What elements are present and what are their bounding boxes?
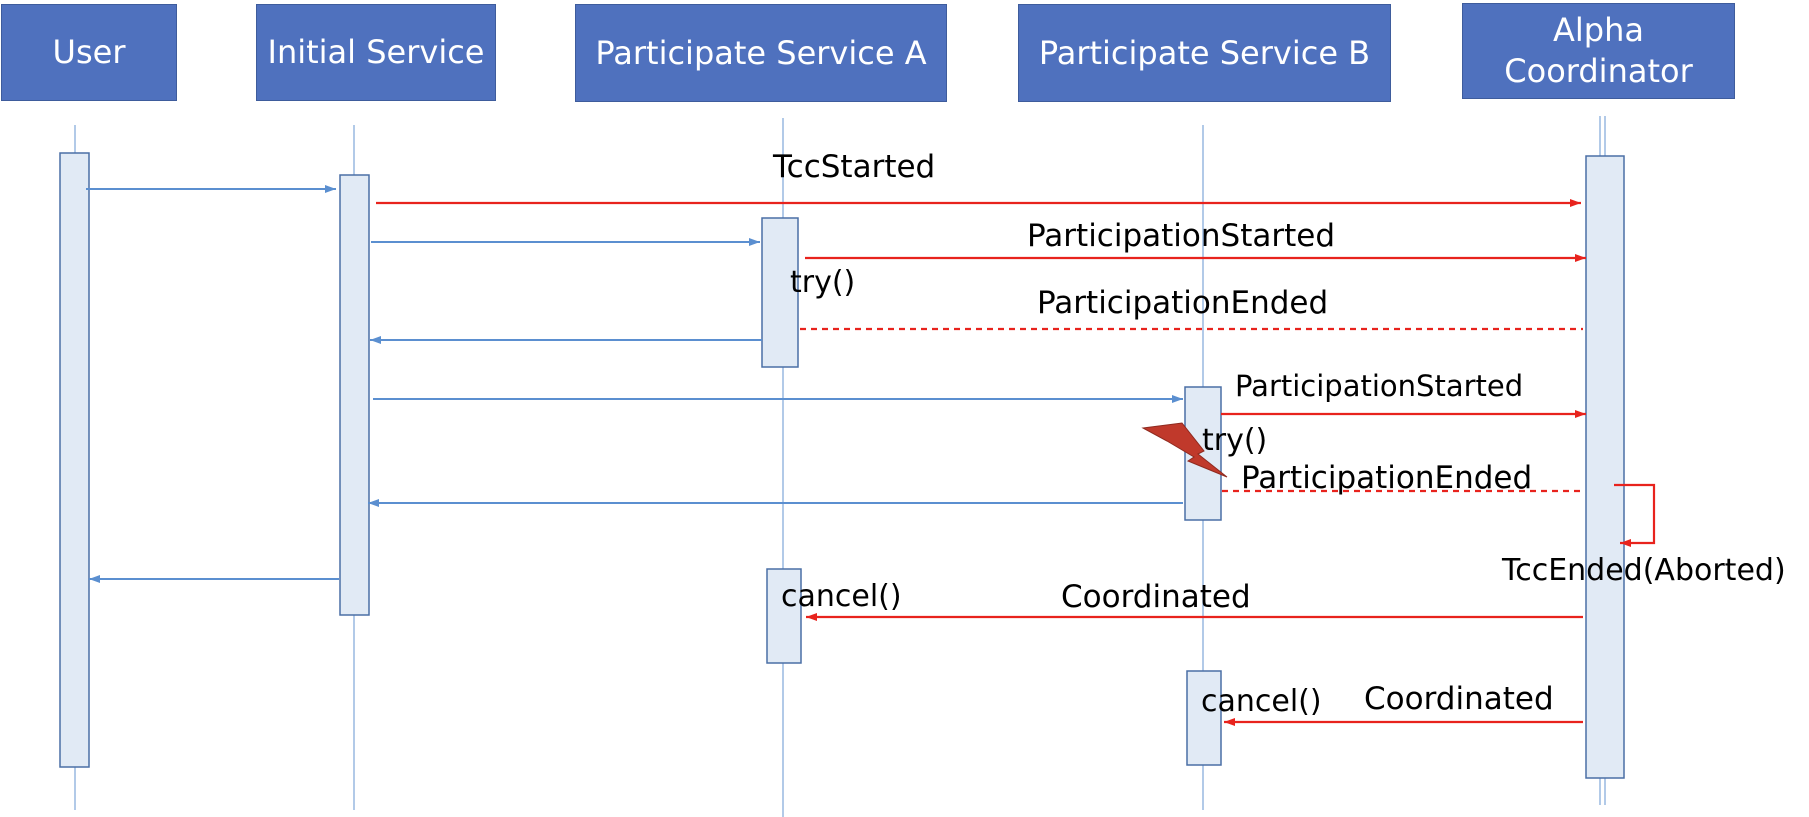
label-a-participation-ended: ParticipationEnded bbox=[1037, 285, 1328, 321]
actor-initial-service: Initial Service bbox=[256, 4, 496, 101]
actor-alpha-coordinator: Alpha Coordinator bbox=[1462, 3, 1735, 99]
actor-participate-service-a: Participate Service A bbox=[575, 4, 947, 102]
activation-initial-service bbox=[339, 174, 370, 616]
arrow-tcc-ended-self bbox=[1614, 483, 1656, 547]
label-b-try: try() bbox=[1202, 423, 1267, 458]
label-b-coordinated: Coordinated bbox=[1364, 681, 1554, 717]
actor-user: User bbox=[1, 4, 177, 101]
activation-service-a-try bbox=[761, 217, 799, 368]
label-tcc-ended-aborted: TccEnded(Aborted) bbox=[1501, 553, 1786, 588]
activation-service-a-cancel bbox=[766, 568, 802, 664]
label-a-cancel: cancel() bbox=[781, 579, 902, 614]
label-a-coordinated: Coordinated bbox=[1061, 579, 1251, 615]
label-a-participation-started: ParticipationStarted bbox=[1027, 218, 1335, 254]
label-b-participation-ended: ParticipationEnded bbox=[1241, 460, 1532, 496]
label-a-try: try() bbox=[790, 265, 855, 300]
lightning-failure-icon bbox=[1141, 422, 1228, 478]
activation-user bbox=[59, 152, 90, 768]
activation-alpha bbox=[1585, 155, 1625, 779]
label-b-participation-started: ParticipationStarted bbox=[1235, 369, 1523, 403]
actor-participate-service-b: Participate Service B bbox=[1018, 4, 1391, 102]
label-b-cancel: cancel() bbox=[1201, 684, 1322, 719]
label-tcc-started: TccStarted bbox=[772, 149, 935, 185]
activation-service-b-cancel bbox=[1186, 670, 1222, 766]
